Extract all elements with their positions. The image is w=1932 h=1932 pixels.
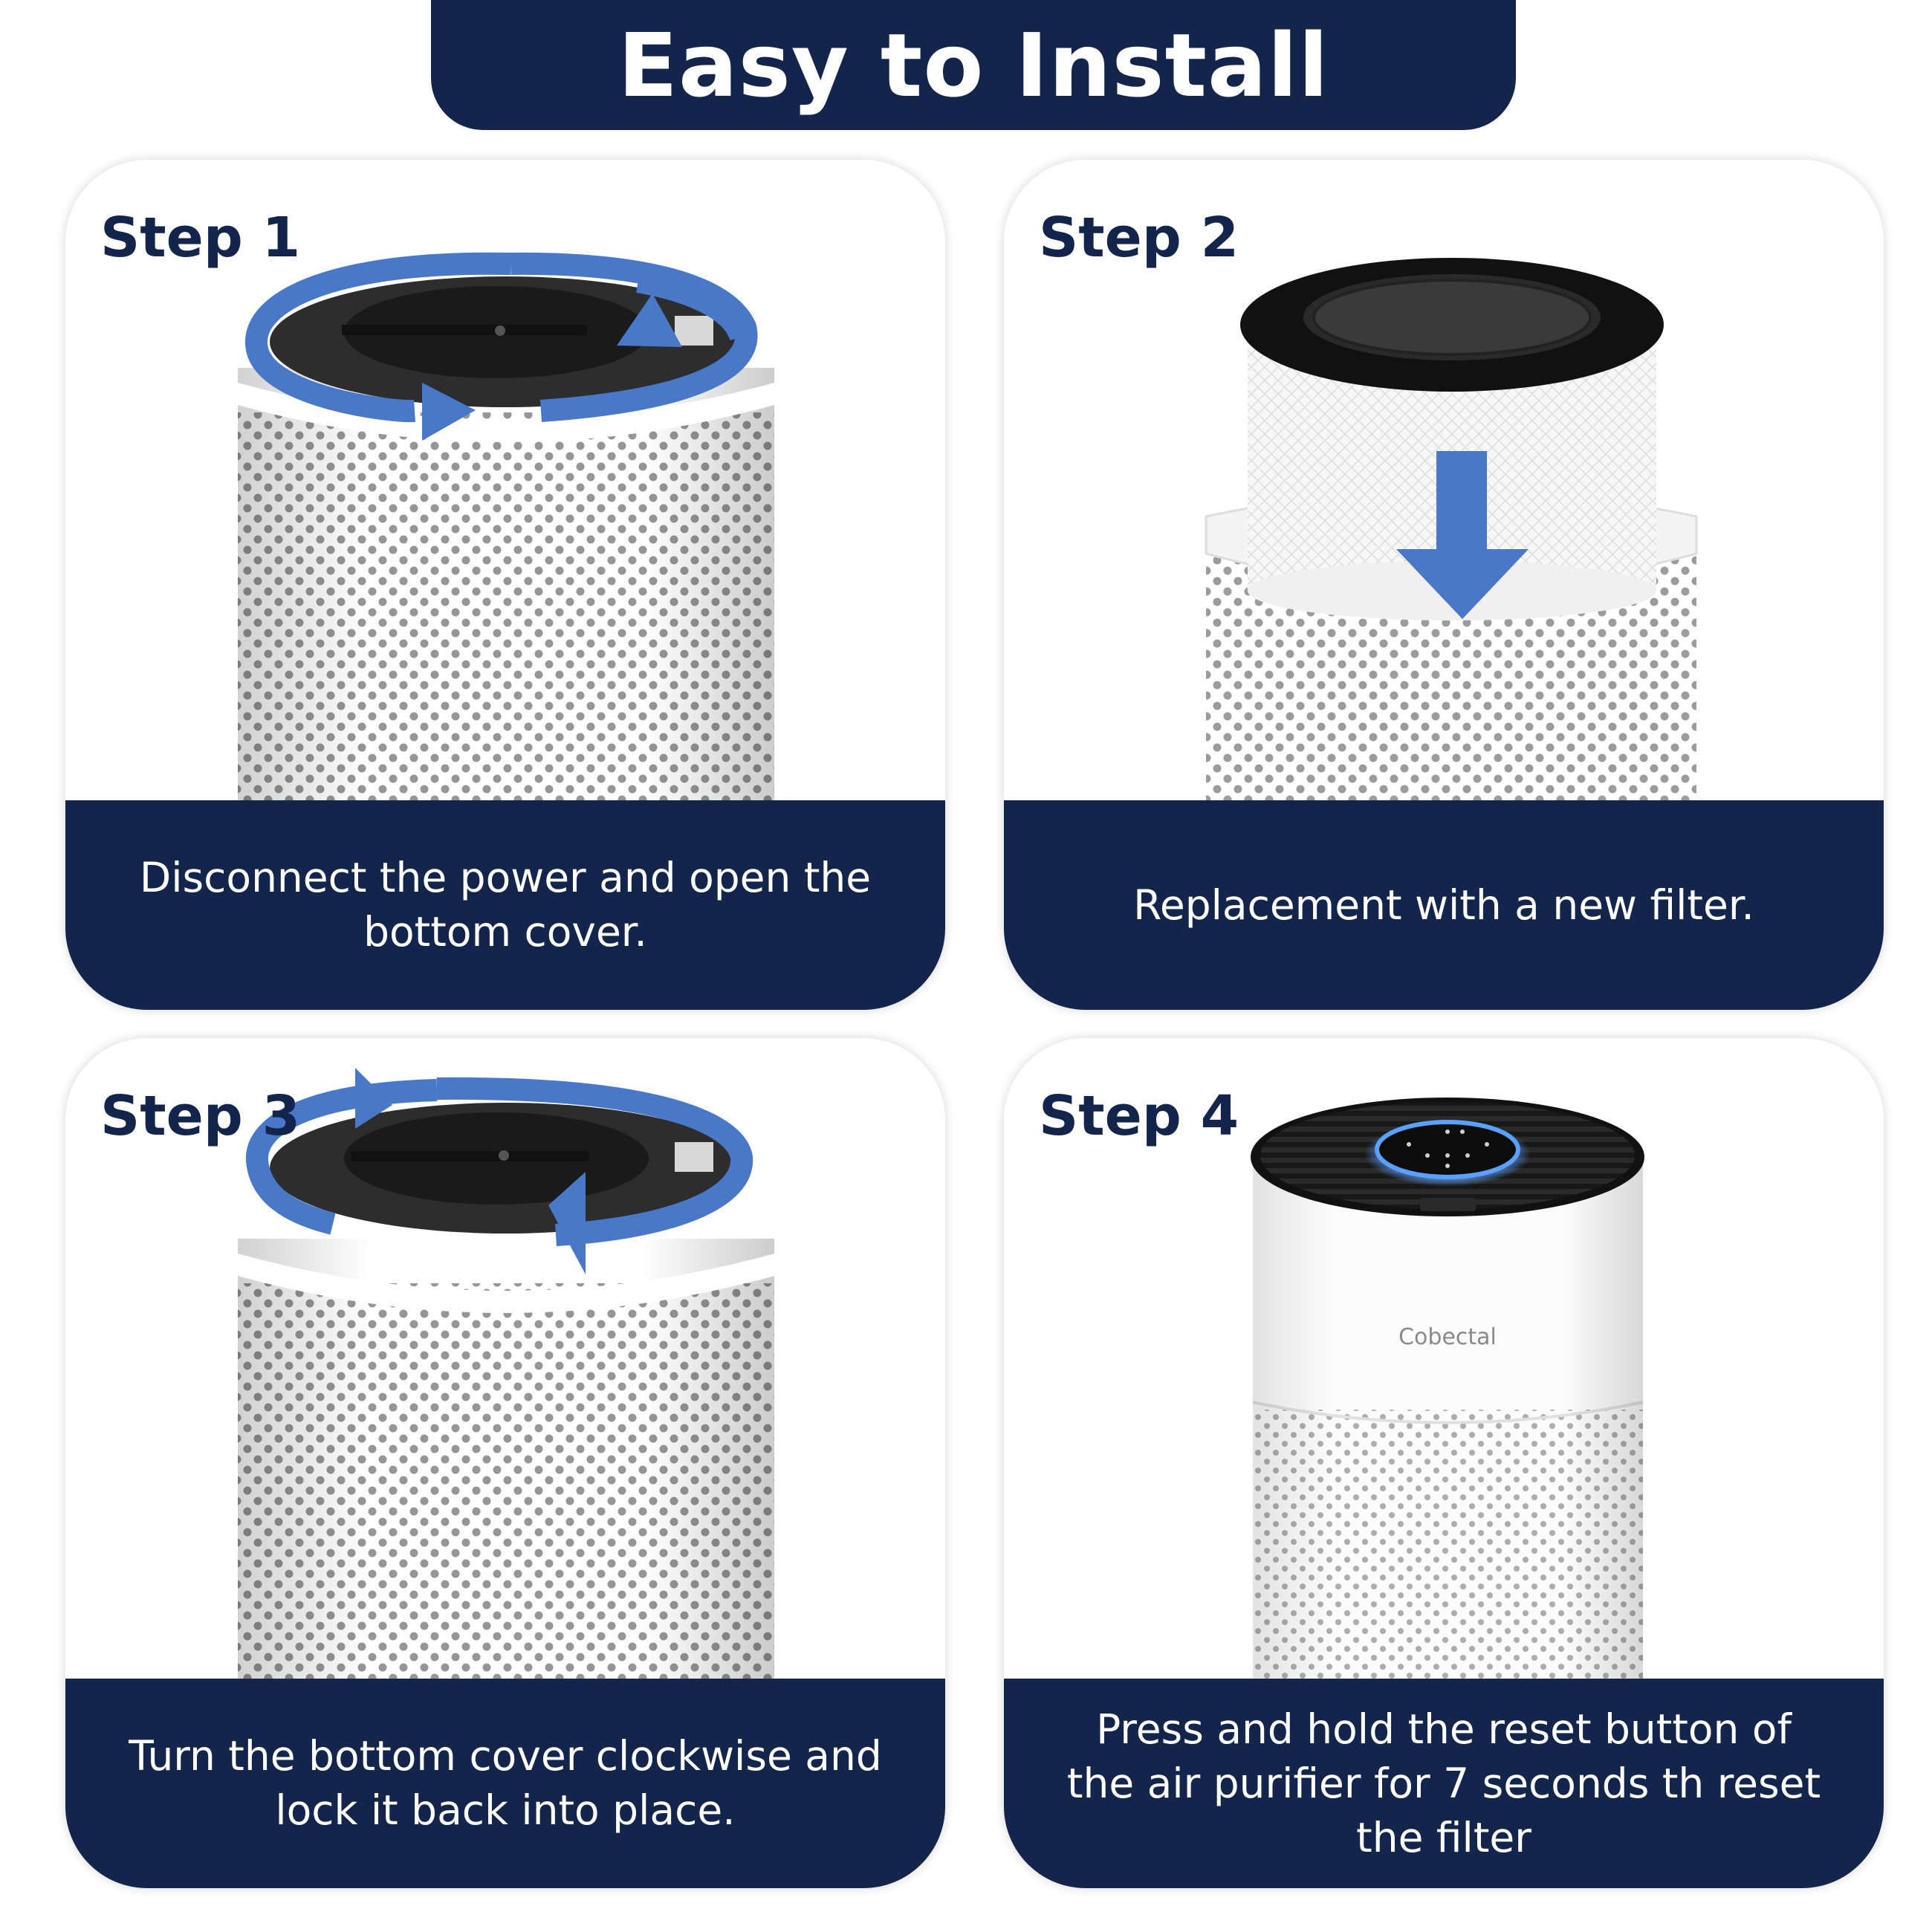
step-3-illustration [238,1068,774,1679]
step-3-label: Step 3 [100,1084,301,1148]
step-3-caption: Turn the bottom cover clockwise and lock… [129,1732,882,1834]
step-2-caption-box: Replacement with a new filter. [1004,800,1884,1010]
step-card-2: Step 2 Replacement wit [1004,160,1884,1010]
step-2-illustration [1205,258,1698,800]
arrow-head-icon [617,294,682,347]
step-1-caption-box: Disconnect the power and open the bottom… [65,800,945,1010]
arrow-head-icon [422,383,476,441]
reset-button-icon [1407,1129,1489,1168]
counterclockwise-arrow-icon [244,252,758,423]
down-arrow-icon [1396,451,1529,619]
header-banner: Easy to Install [431,0,1516,130]
step-1-caption: Disconnect the power and open the bottom… [139,854,872,956]
step-3-caption-box: Turn the bottom cover clockwise and lock… [65,1679,945,1888]
page-title: Easy to Install [617,13,1329,117]
step-2-label: Step 2 [1039,206,1239,270]
step-4-label: Step 4 [1039,1084,1239,1148]
purifier-body-perforated [238,368,774,800]
step-card-4: Step 4 [1004,1038,1884,1888]
replacement-filter [1240,258,1664,620]
step-card-1: Step 1 [65,160,945,1010]
brand-logo: Cobectal [1398,1324,1497,1350]
step-1-label: Step 1 [100,206,301,270]
step-4-illustration: Cobectal [1251,1098,1644,1679]
arrow-head-icon [548,1172,586,1274]
step-card-3: Step 3 [65,1038,945,1888]
step-4-caption-box: Press and hold the reset button of the a… [1004,1679,1884,1888]
step-2-caption: Replacement with a new filter. [1133,881,1754,929]
step-1-illustration [238,252,774,800]
bottom-cover [270,276,742,407]
step-4-caption: Press and hold the reset button of the a… [1066,1705,1821,1861]
arrow-head-icon [355,1068,392,1129]
bottom-cover [270,1103,742,1234]
clockwise-arrow-icon [245,1077,753,1246]
purifier-body-perforated [238,1239,774,1679]
